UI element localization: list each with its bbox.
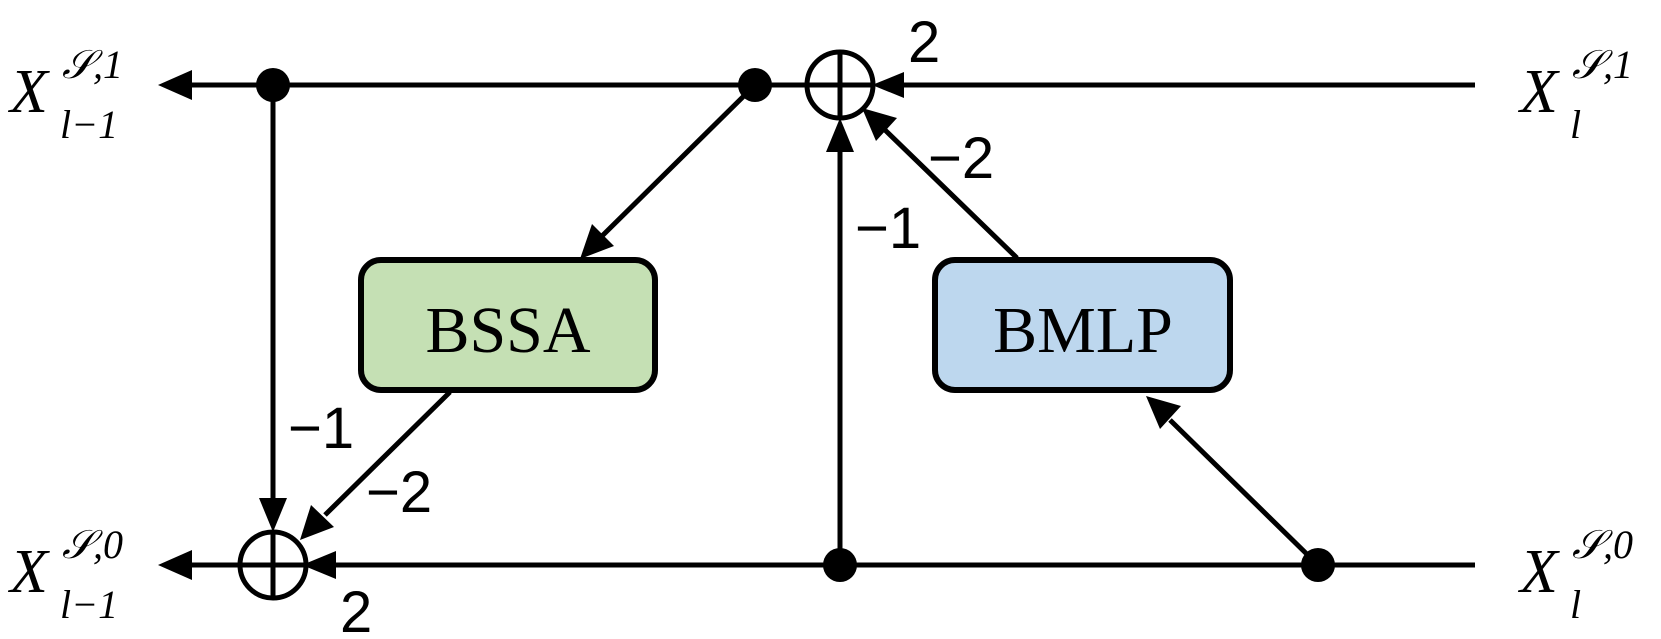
junction-top-middle	[738, 68, 772, 102]
var-left-bottom: X 𝒮,0 l−1	[7, 522, 123, 627]
svg-text:X: X	[7, 58, 50, 126]
svg-text:l: l	[1570, 102, 1581, 147]
diag-bottom-to-bmlp	[1168, 418, 1320, 567]
junction-bottom-middle	[823, 548, 857, 582]
junction-bottom-right	[1301, 548, 1335, 582]
svg-text:X: X	[7, 538, 50, 606]
weight-vertical-to-top-sum: −1	[855, 196, 921, 261]
diag-bssa-to-sum	[323, 390, 452, 517]
arrow-into-top-sum	[862, 108, 897, 141]
arrow-into-bmlp	[1146, 396, 1181, 429]
bssa-block: BSSA	[358, 257, 658, 393]
svg-text:l−1: l−1	[60, 102, 118, 147]
arrow-left-vertical	[259, 498, 287, 532]
sum-node-bottom	[237, 529, 309, 601]
var-left-top: X 𝒮,1 l−1	[7, 42, 123, 147]
diag-top-to-bssa	[598, 83, 757, 240]
weight-left-vertical: −1	[288, 396, 354, 461]
arrow-top-output	[158, 70, 192, 100]
svg-text:X: X	[1517, 538, 1560, 606]
svg-text:l−1: l−1	[60, 582, 118, 627]
svg-text:l: l	[1570, 582, 1581, 627]
arrow-middle-vertical	[826, 118, 854, 152]
junction-top-left	[256, 68, 290, 102]
diag-bmlp-to-sum	[883, 128, 1019, 260]
var-right-top: X 𝒮,1 l	[1517, 42, 1633, 147]
bmlp-block: BMLP	[932, 257, 1233, 393]
weight-bottom-sum-input: 2	[340, 580, 372, 639]
svg-text:X: X	[1517, 58, 1560, 126]
svg-text:𝒮,1: 𝒮,1	[62, 42, 123, 87]
arrow-into-bssa	[580, 224, 614, 259]
arrow-bottom-output	[158, 550, 192, 580]
bssa-label: BSSA	[425, 294, 590, 367]
bmlp-label: BMLP	[993, 294, 1173, 367]
weight-bmlp-to-top-sum: −2	[928, 126, 994, 191]
sum-node-top	[804, 49, 876, 121]
weight-top-sum-input: 2	[908, 10, 940, 75]
arrow-top-into-sum	[872, 72, 904, 98]
svg-text:𝒮,0: 𝒮,0	[1572, 522, 1633, 567]
arrow-bottom-into-sum	[302, 551, 336, 579]
arrow-into-bottom-sum	[300, 505, 334, 540]
var-right-bottom: X 𝒮,0 l	[1517, 522, 1633, 627]
svg-text:𝒮,0: 𝒮,0	[62, 522, 123, 567]
weight-bssa-to-bottom-sum: −2	[366, 460, 432, 525]
svg-text:𝒮,1: 𝒮,1	[1572, 42, 1633, 87]
